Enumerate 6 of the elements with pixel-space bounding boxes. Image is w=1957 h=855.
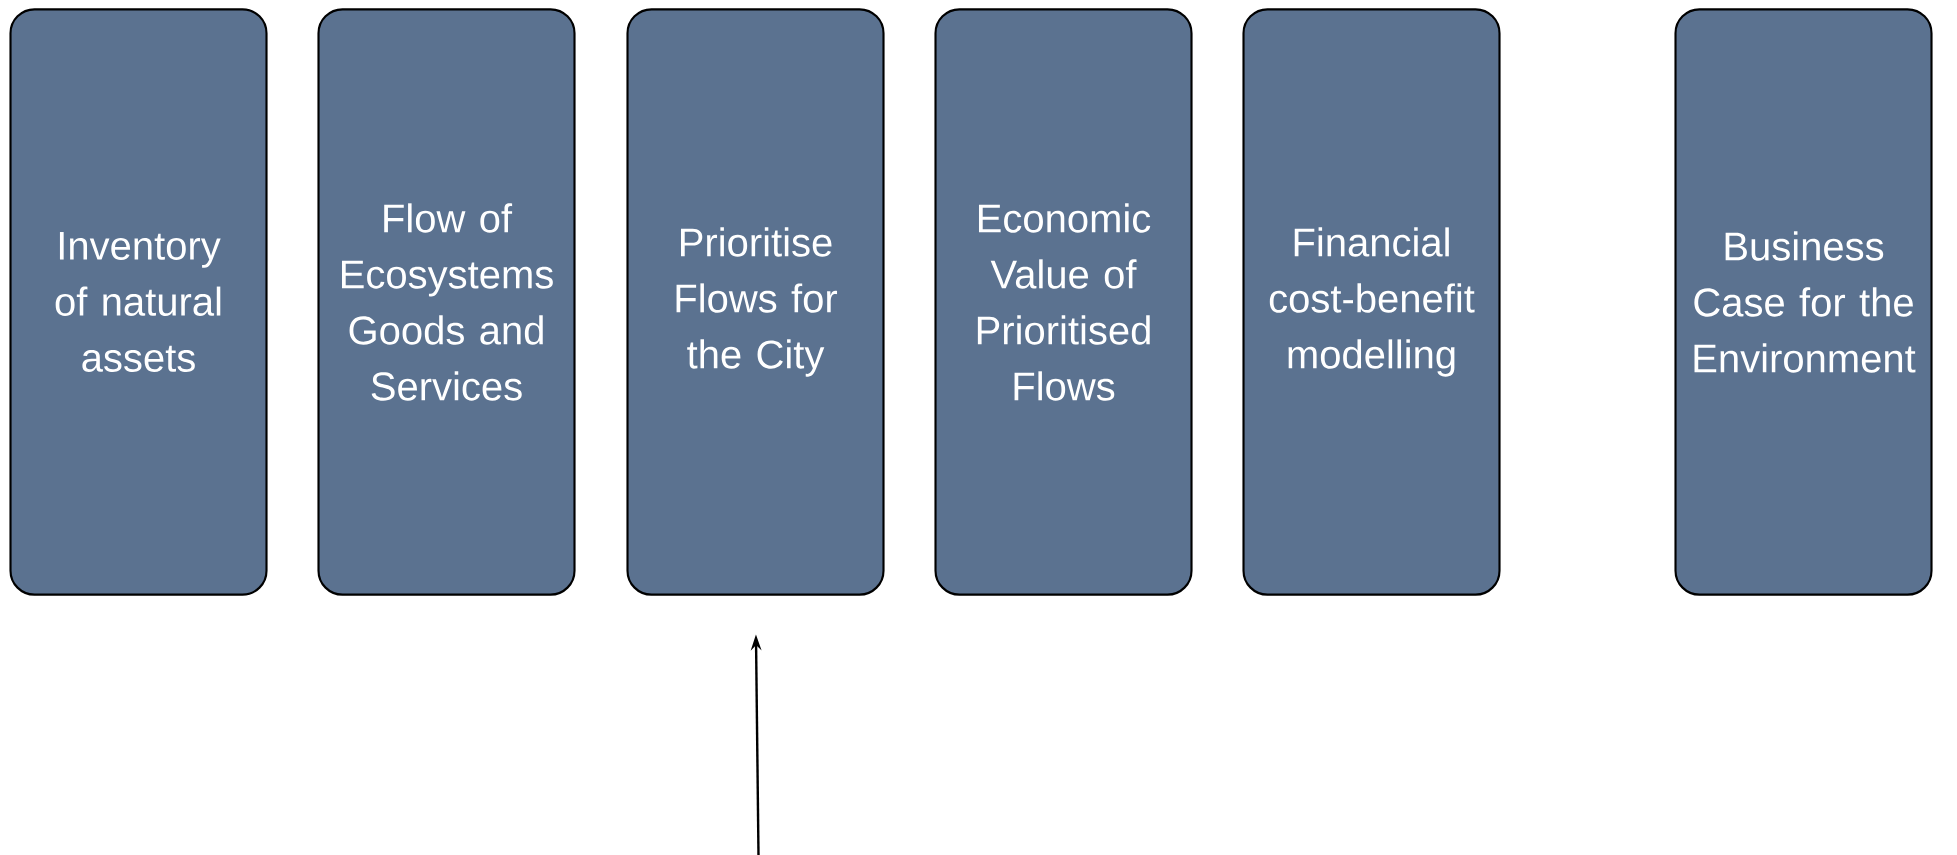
process-box: Financial cost-benefit modelling — [1242, 8, 1501, 596]
process-box: Flow of Ecosystems Goods and Services — [317, 8, 576, 596]
process-box: Inventory of natural assets — [9, 8, 268, 596]
process-box: Business Case for the Environment — [1674, 8, 1933, 596]
process-box: Economic Value of Prioritised Flows — [934, 8, 1193, 596]
process-box: Prioritise Flows for the City — [626, 8, 885, 596]
